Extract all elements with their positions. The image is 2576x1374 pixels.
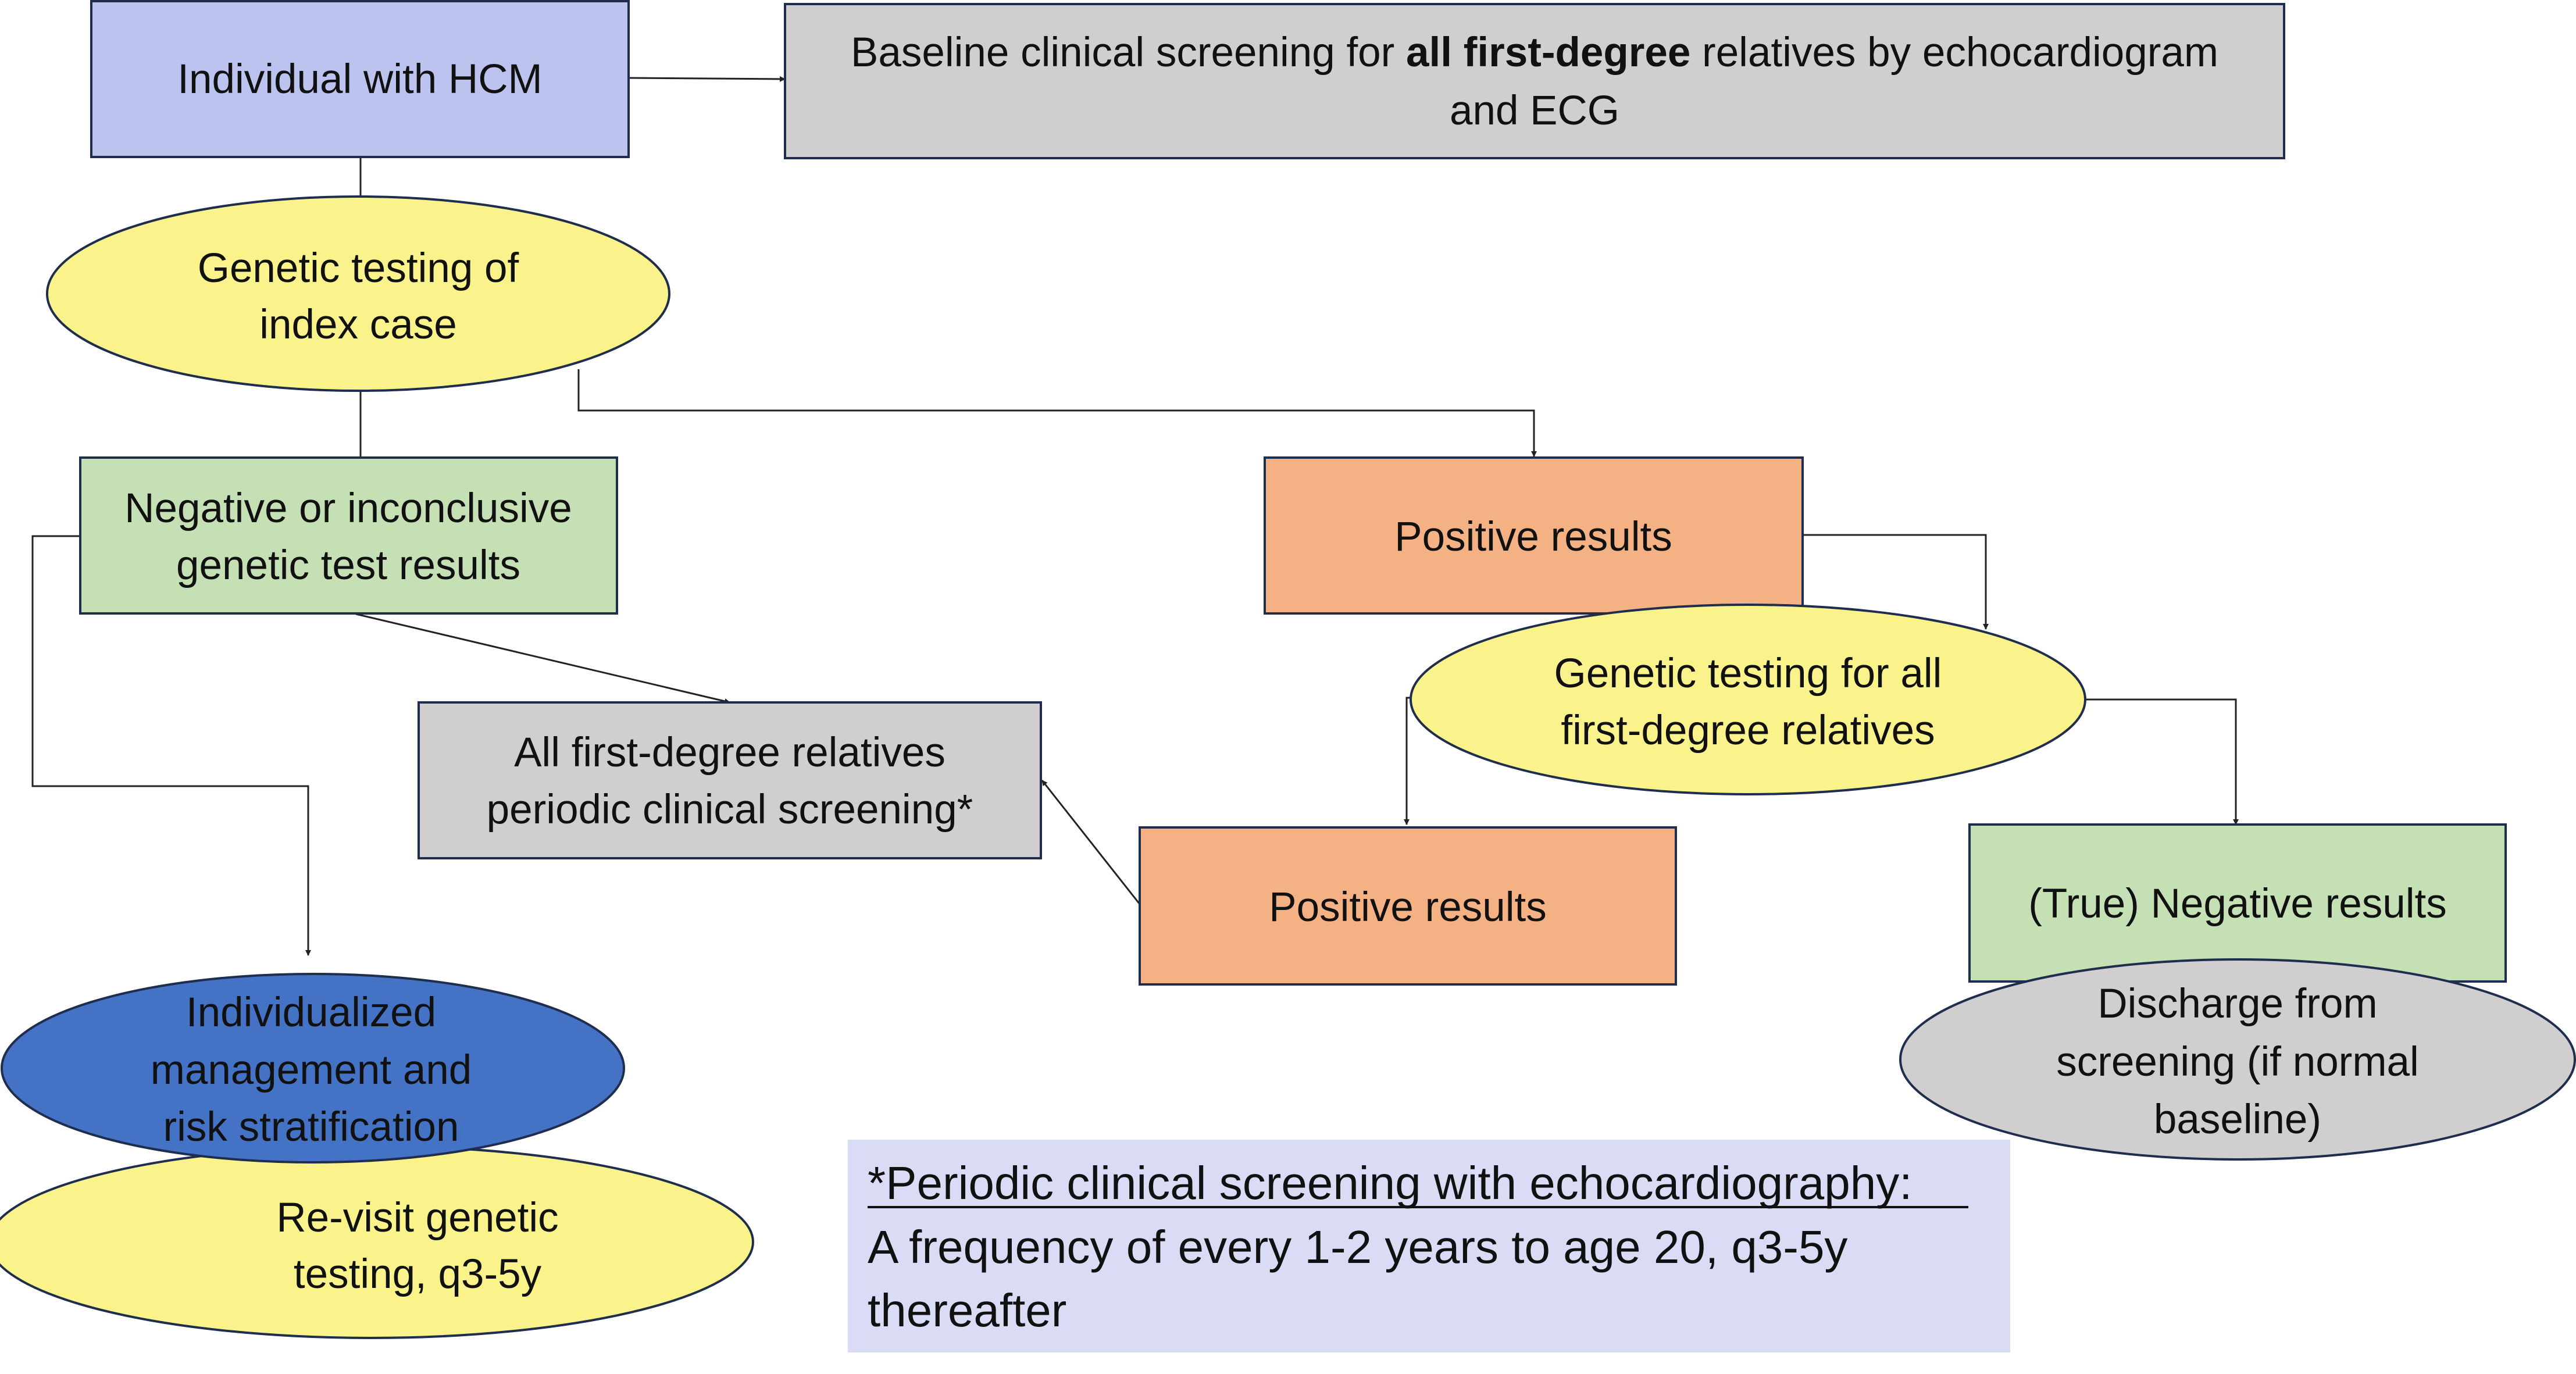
node-genetic-testing-index: Genetic testing of index case <box>46 195 670 392</box>
baseline-line1-pre: Baseline clinical screening for <box>851 30 1406 76</box>
node-discharge-line2: screening (if normal <box>2056 1039 2418 1085</box>
node-periodic-screening-line2: periodic clinical screening* <box>487 787 973 833</box>
footnote-line2: thereafter <box>868 1284 1066 1336</box>
node-genetic-testing-relatives: Genetic testing for all first-degree rel… <box>1410 604 2086 795</box>
node-negative-inconclusive: Negative or inconclusive genetic test re… <box>79 456 618 615</box>
node-discharge-line3: baseline) <box>2154 1097 2321 1143</box>
baseline-line1-bold: all first-degree <box>1406 30 1690 76</box>
node-negative-inconclusive-line1: Negative or inconclusive <box>124 486 572 531</box>
footnote-heading: *Periodic clinical screening with echoca… <box>868 1157 1912 1209</box>
node-positive-results-relatives-label: Positive results <box>1269 884 1546 930</box>
node-baseline-screening-line2: and ECG <box>1450 88 1619 134</box>
node-individual-with-hcm-label: Individual with HCM <box>177 56 542 102</box>
footnote-box: *Periodic clinical screening with echoca… <box>848 1140 2010 1352</box>
node-baseline-screening-line1: Baseline clinical screening for all firs… <box>851 30 2218 76</box>
node-individualized-management-line2: management and <box>151 1047 472 1093</box>
node-positive-results-relatives: Positive results <box>1139 826 1677 986</box>
footnote-line1: A frequency of every 1-2 years to age 20… <box>868 1221 1847 1273</box>
node-periodic-screening-line1: All first-degree relatives <box>514 730 946 776</box>
node-genetic-testing-index-line2: index case <box>259 302 456 348</box>
node-individual-with-hcm: Individual with HCM <box>90 0 630 158</box>
node-baseline-screening: Baseline clinical screening for all firs… <box>784 3 2285 159</box>
arrow-hcm-to-baseline <box>629 76 786 82</box>
node-positive-results-index: Positive results <box>1264 456 1804 615</box>
node-revisit-genetic-line2: testing, q3-5y <box>294 1251 542 1297</box>
node-negative-inconclusive-line2: genetic test results <box>176 543 520 588</box>
node-individualized-management-line1: Individualized <box>186 990 436 1036</box>
node-revisit-genetic-line1: Re-visit genetic <box>276 1195 558 1241</box>
node-discharge: Discharge from screening (if normal base… <box>1899 958 2576 1161</box>
node-genetic-testing-relatives-line1: Genetic testing for all <box>1554 651 1942 697</box>
baseline-line1-post: relatives by echocardiogram <box>1690 30 2218 76</box>
arrow-genetic-relatives-to-negative <box>2085 698 2239 825</box>
node-periodic-screening: All first-degree relatives periodic clin… <box>418 701 1042 859</box>
node-individualized-management-line3: risk stratification <box>163 1104 459 1150</box>
node-true-negative-results: (True) Negative results <box>1968 823 2507 983</box>
arrow-positive-to-genetic-relatives <box>1803 534 1989 630</box>
node-positive-results-index-label: Positive results <box>1394 514 1672 560</box>
arrow-genetic-relatives-to-positive <box>1404 697 1411 825</box>
arrow-negative-to-periodic-screening <box>355 613 730 704</box>
connectors <box>31 76 2239 956</box>
node-revisit-genetic: Re-visit genetic testing, q3-5y <box>0 1145 754 1339</box>
node-individualized-management: Individualized management and risk strat… <box>1 973 625 1164</box>
arrow-negative-to-management <box>31 535 311 956</box>
node-true-negative-results-label: (True) Negative results <box>2028 881 2446 927</box>
node-genetic-testing-index-line1: Genetic testing of <box>198 245 519 291</box>
node-discharge-line1: Discharge from <box>2097 981 2377 1027</box>
arrow-genetic-testing-to-positive <box>577 369 1537 457</box>
node-genetic-testing-relatives-line2: first-degree relatives <box>1561 708 1935 754</box>
arrow-positive-to-periodic-screening <box>1041 780 1141 905</box>
